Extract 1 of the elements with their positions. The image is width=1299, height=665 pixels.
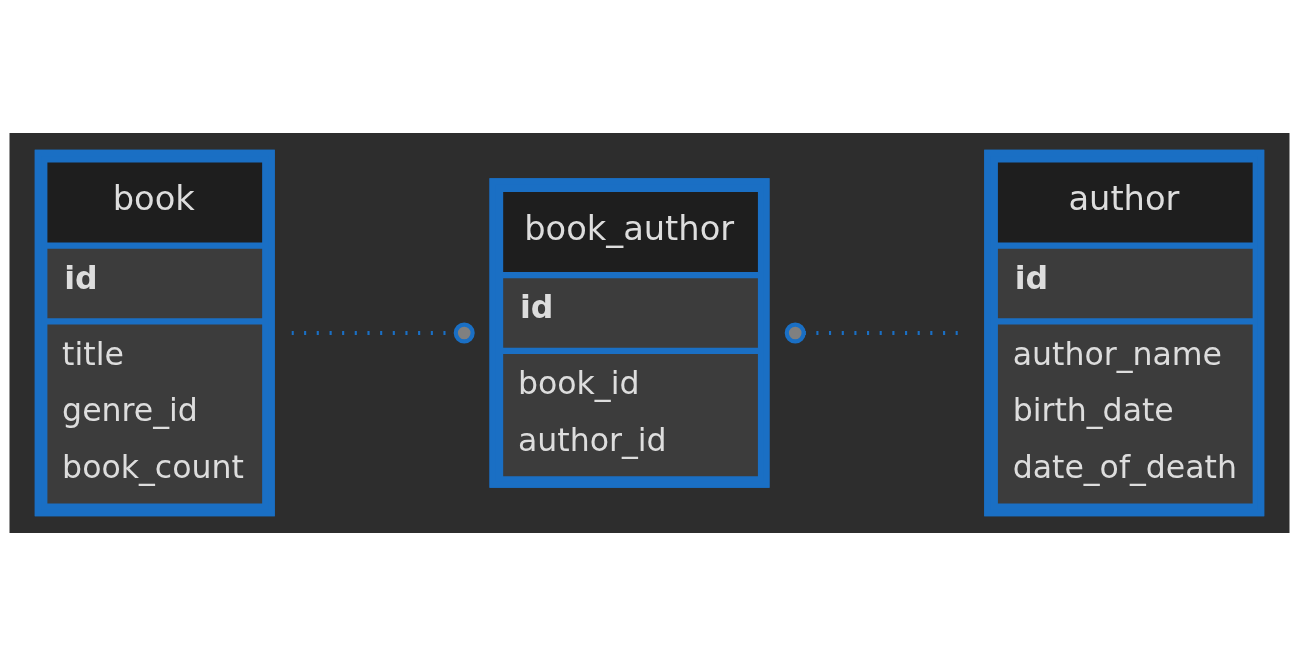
connector [291, 321, 475, 344]
